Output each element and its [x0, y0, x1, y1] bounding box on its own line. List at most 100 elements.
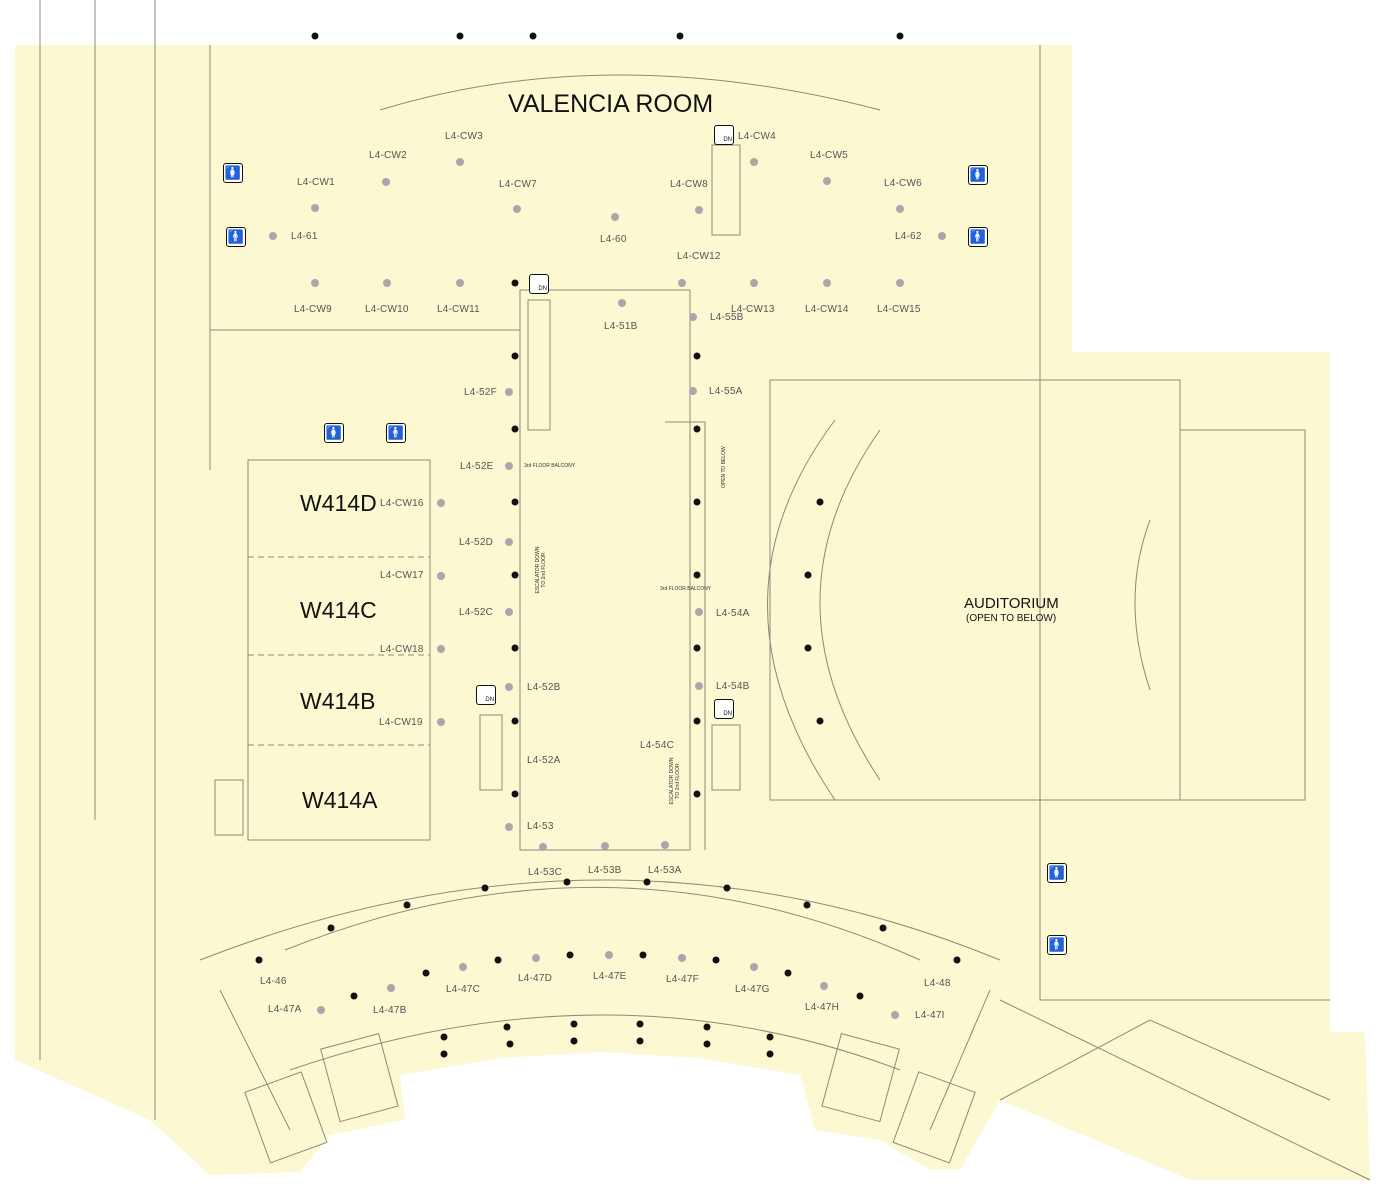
- booth-marker[interactable]: [678, 279, 686, 287]
- booth-marker[interactable]: [611, 213, 619, 221]
- booth-label[interactable]: L4-47F: [666, 974, 699, 985]
- booth-marker[interactable]: [750, 279, 758, 287]
- booth-marker[interactable]: [896, 205, 904, 213]
- booth-label[interactable]: L4-53A: [648, 865, 682, 876]
- booth-label[interactable]: L4-CW17: [380, 570, 424, 581]
- booth-marker[interactable]: [695, 206, 703, 214]
- booth-label[interactable]: L4-47E: [593, 971, 627, 982]
- booth-marker[interactable]: [311, 204, 319, 212]
- booth-marker[interactable]: [505, 683, 513, 691]
- booth-label[interactable]: L4-54C: [640, 740, 674, 751]
- booth-marker[interactable]: [618, 299, 626, 307]
- booth-label[interactable]: L4-CW14: [805, 304, 849, 315]
- booth-marker[interactable]: [896, 279, 904, 287]
- booth-label[interactable]: L4-52D: [459, 537, 493, 548]
- booth-marker[interactable]: [661, 841, 669, 849]
- booth-label[interactable]: L4-CW11: [437, 304, 480, 315]
- booth-marker[interactable]: [601, 842, 609, 850]
- booth-label[interactable]: L4-62: [895, 231, 922, 242]
- booth-label[interactable]: L4-CW2: [369, 150, 407, 161]
- booth-marker[interactable]: [269, 232, 277, 240]
- booth-marker[interactable]: [505, 538, 513, 546]
- booth-marker[interactable]: [605, 951, 613, 959]
- booth-label[interactable]: L4-47D: [518, 973, 552, 984]
- booth-marker[interactable]: [505, 823, 513, 831]
- booth-marker[interactable]: [505, 388, 513, 396]
- booth-label[interactable]: L4-54B: [716, 681, 750, 692]
- booth-marker[interactable]: [532, 954, 540, 962]
- booth-label[interactable]: L4-47B: [373, 1005, 407, 1016]
- booth-label[interactable]: L4-47H: [805, 1002, 839, 1013]
- booth-label[interactable]: L4-61: [291, 231, 318, 242]
- booth-label[interactable]: L4-54A: [716, 608, 750, 619]
- booth-marker[interactable]: [689, 313, 697, 321]
- booth-marker[interactable]: [823, 279, 831, 287]
- booth-label[interactable]: L4-52F: [464, 387, 497, 398]
- booth-label[interactable]: L4-CW8: [670, 179, 708, 190]
- booth-label[interactable]: L4-55B: [710, 312, 744, 323]
- booth-marker[interactable]: [695, 608, 703, 616]
- booth-marker[interactable]: [437, 499, 445, 507]
- booth-marker[interactable]: [695, 682, 703, 690]
- booth-label[interactable]: L4-53C: [528, 867, 562, 878]
- booth-label[interactable]: L4-CW19: [379, 717, 423, 728]
- booth-label[interactable]: L4-47G: [735, 984, 770, 995]
- booth-label[interactable]: L4-CW4: [738, 131, 776, 142]
- booth-label[interactable]: L4-CW18: [380, 644, 424, 655]
- booth-marker[interactable]: [505, 608, 513, 616]
- room-w414a[interactable]: W414A: [302, 787, 378, 813]
- booth-marker[interactable]: [387, 984, 395, 992]
- booth-marker[interactable]: [750, 158, 758, 166]
- booth-label[interactable]: L4-CW9: [294, 304, 332, 315]
- booth-label[interactable]: L4-47C: [446, 984, 480, 995]
- room-w414d[interactable]: W414D: [300, 490, 377, 516]
- booth-label[interactable]: L4-CW7: [499, 179, 537, 190]
- booth-label[interactable]: L4-47A: [268, 1004, 302, 1015]
- booth-marker[interactable]: [383, 279, 391, 287]
- booth-marker[interactable]: [750, 963, 758, 971]
- booth-marker[interactable]: [317, 1006, 325, 1014]
- booth-label[interactable]: L4-52E: [460, 461, 494, 472]
- booth-marker[interactable]: [456, 279, 464, 287]
- column-marker: [350, 992, 358, 1000]
- booth-label[interactable]: L4-CW3: [445, 131, 483, 142]
- booth-label[interactable]: L4-55A: [709, 386, 743, 397]
- booth-label[interactable]: L4-53: [527, 821, 554, 832]
- booth-label[interactable]: L4-52A: [527, 755, 561, 766]
- booth-label[interactable]: L4-60: [600, 234, 627, 245]
- booth-marker[interactable]: [505, 462, 513, 470]
- booth-label[interactable]: L4-CW15: [877, 304, 921, 315]
- booth-marker[interactable]: [382, 178, 390, 186]
- booth-label[interactable]: L4-CW10: [365, 304, 409, 315]
- room-w414c[interactable]: W414C: [300, 597, 377, 623]
- booth-label[interactable]: L4-52C: [459, 607, 493, 618]
- booth-marker[interactable]: [437, 572, 445, 580]
- column-marker: [255, 956, 263, 964]
- booth-label[interactable]: L4-CW13: [731, 304, 775, 315]
- booth-label[interactable]: L4-51B: [604, 321, 638, 332]
- booth-marker[interactable]: [938, 232, 946, 240]
- booth-marker[interactable]: [820, 982, 828, 990]
- booth-marker[interactable]: [437, 718, 445, 726]
- room-w414b[interactable]: W414B: [300, 688, 376, 714]
- booth-label[interactable]: L4-CW16: [380, 498, 424, 509]
- booth-label[interactable]: L4-CW12: [677, 251, 721, 262]
- booth-label[interactable]: L4-52B: [527, 682, 561, 693]
- booth-label[interactable]: L4-47I: [915, 1010, 945, 1021]
- booth-label[interactable]: L4-CW1: [297, 177, 335, 188]
- booth-label[interactable]: L4-46: [260, 976, 287, 987]
- booth-marker[interactable]: [513, 205, 521, 213]
- booth-label[interactable]: L4-53B: [588, 865, 622, 876]
- booth-marker[interactable]: [437, 645, 445, 653]
- booth-marker[interactable]: [891, 1011, 899, 1019]
- booth-label[interactable]: L4-CW5: [810, 150, 848, 161]
- booth-label[interactable]: L4-48: [924, 978, 951, 989]
- booth-marker[interactable]: [678, 954, 686, 962]
- booth-marker[interactable]: [539, 843, 547, 851]
- booth-marker[interactable]: [311, 279, 319, 287]
- booth-label[interactable]: L4-CW6: [884, 178, 922, 189]
- booth-marker[interactable]: [459, 963, 467, 971]
- booth-marker[interactable]: [689, 387, 697, 395]
- booth-marker[interactable]: [823, 177, 831, 185]
- booth-marker[interactable]: [456, 158, 464, 166]
